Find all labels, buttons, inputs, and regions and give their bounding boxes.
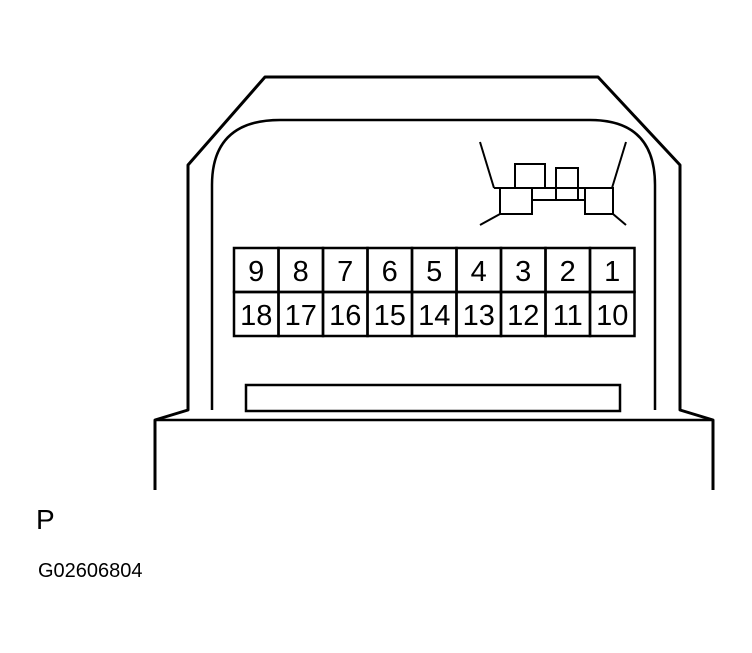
pin-label-1: 1: [604, 256, 620, 288]
pin-label-4: 4: [471, 256, 487, 288]
pin-label-13: 13: [463, 300, 495, 332]
pin-label-14: 14: [418, 300, 450, 332]
pin-label-8: 8: [293, 256, 309, 288]
pin-label-9: 9: [248, 256, 264, 288]
pin-label-7: 7: [337, 256, 353, 288]
pin-label-2: 2: [560, 256, 576, 288]
pin-label-5: 5: [426, 256, 442, 288]
pin-label-3: 3: [515, 256, 531, 288]
pin-label-18: 18: [240, 300, 272, 332]
bottom-slot: [244, 383, 622, 413]
pin-label-6: 6: [382, 256, 398, 288]
connector-housing-outline: [153, 75, 715, 490]
pin-cell-10: [588, 290, 636, 338]
pin-label-17: 17: [285, 300, 317, 332]
lock-latch: [479, 141, 627, 226]
pin-label-15: 15: [374, 300, 406, 332]
connector-inner-face: [210, 118, 657, 410]
pin-label-12: 12: [507, 300, 539, 332]
pin-label-16: 16: [329, 300, 361, 332]
pin-label-11: 11: [553, 300, 583, 332]
figure-code: G02606804: [38, 560, 143, 582]
pin-label-10: 10: [596, 300, 628, 332]
connector-id-label: P: [36, 504, 55, 535]
